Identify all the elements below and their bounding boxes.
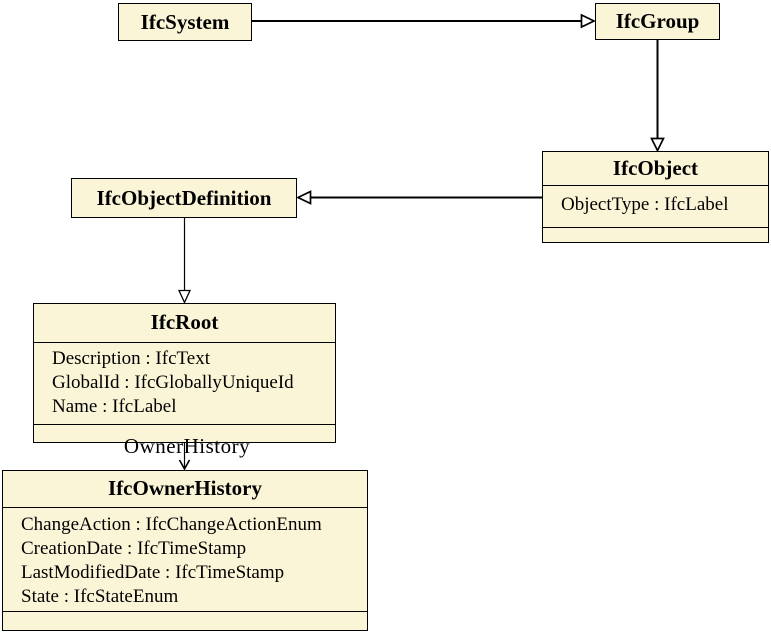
- class-title-ifcobject: IfcObject: [612, 155, 699, 180]
- class-box-ifcownerhistory[interactable]: IfcOwnerHistory ChangeAction : IfcChange…: [2, 470, 368, 631]
- class-attributes-ifcobject: ObjectType : IfcLabel: [543, 184, 768, 227]
- class-title-ifcgroup: IfcGroup: [615, 9, 700, 33]
- class-box-ifcsystem[interactable]: IfcSystem: [118, 3, 252, 41]
- attribute-line: ChangeAction : IfcChangeActionEnum: [21, 513, 322, 535]
- generalization-ifcgroup-to-ifcobject: [650, 40, 665, 153]
- class-box-ifcobject[interactable]: IfcObject ObjectType : IfcLabel: [542, 151, 769, 243]
- class-operations-empty: [34, 423, 335, 443]
- generalization-ifcobjectdefinition-to-ifcroot: [177, 218, 192, 305]
- open-triangle-arrowhead-icon: [296, 190, 312, 205]
- stick-arrowhead-icon: [178, 459, 191, 471]
- class-box-ifcobjectdefinition[interactable]: IfcObjectDefinition: [71, 178, 297, 218]
- attribute-line: GlobalId : IfcGloballyUniqueId: [52, 371, 294, 393]
- generalization-ifcsystem-to-ifcgroup: [252, 13, 596, 29]
- open-triangle-arrowhead-icon: [650, 137, 665, 153]
- open-triangle-arrowhead-icon: [580, 13, 596, 29]
- attribute-line: CreationDate : IfcTimeStamp: [21, 537, 247, 559]
- class-box-ifcroot[interactable]: IfcRoot Description : IfcText GlobalId :…: [33, 303, 336, 443]
- association-label-ownerhistory: OwnerHistory: [123, 434, 251, 458]
- class-title-ifcobjectdefinition: IfcObjectDefinition: [96, 185, 272, 210]
- attribute-line: Name : IfcLabel: [52, 395, 177, 417]
- attribute-line: LastModifiedDate : IfcTimeStamp: [21, 561, 285, 583]
- class-operations-empty: [543, 226, 768, 243]
- class-attributes-ifcroot: Description : IfcText GlobalId : IfcGlob…: [34, 341, 335, 424]
- open-triangle-arrowhead-icon: [177, 289, 192, 305]
- class-title-ifcroot: IfcRoot: [150, 310, 219, 335]
- class-title-ifcownerhistory: IfcOwnerHistory: [108, 476, 262, 501]
- attribute-line: ObjectType : IfcLabel: [561, 193, 729, 215]
- class-attributes-ifcownerhistory: ChangeAction : IfcChangeActionEnum Creat…: [3, 506, 367, 611]
- class-box-ifcgroup[interactable]: IfcGroup: [595, 3, 720, 40]
- class-operations-empty: [3, 610, 367, 631]
- attribute-line: State : IfcStateEnum: [21, 585, 179, 607]
- class-title-ifcsystem: IfcSystem: [140, 9, 230, 34]
- generalization-ifcobject-to-ifcobjectdefinition: [296, 190, 542, 205]
- attribute-line: Description : IfcText: [52, 347, 211, 369]
